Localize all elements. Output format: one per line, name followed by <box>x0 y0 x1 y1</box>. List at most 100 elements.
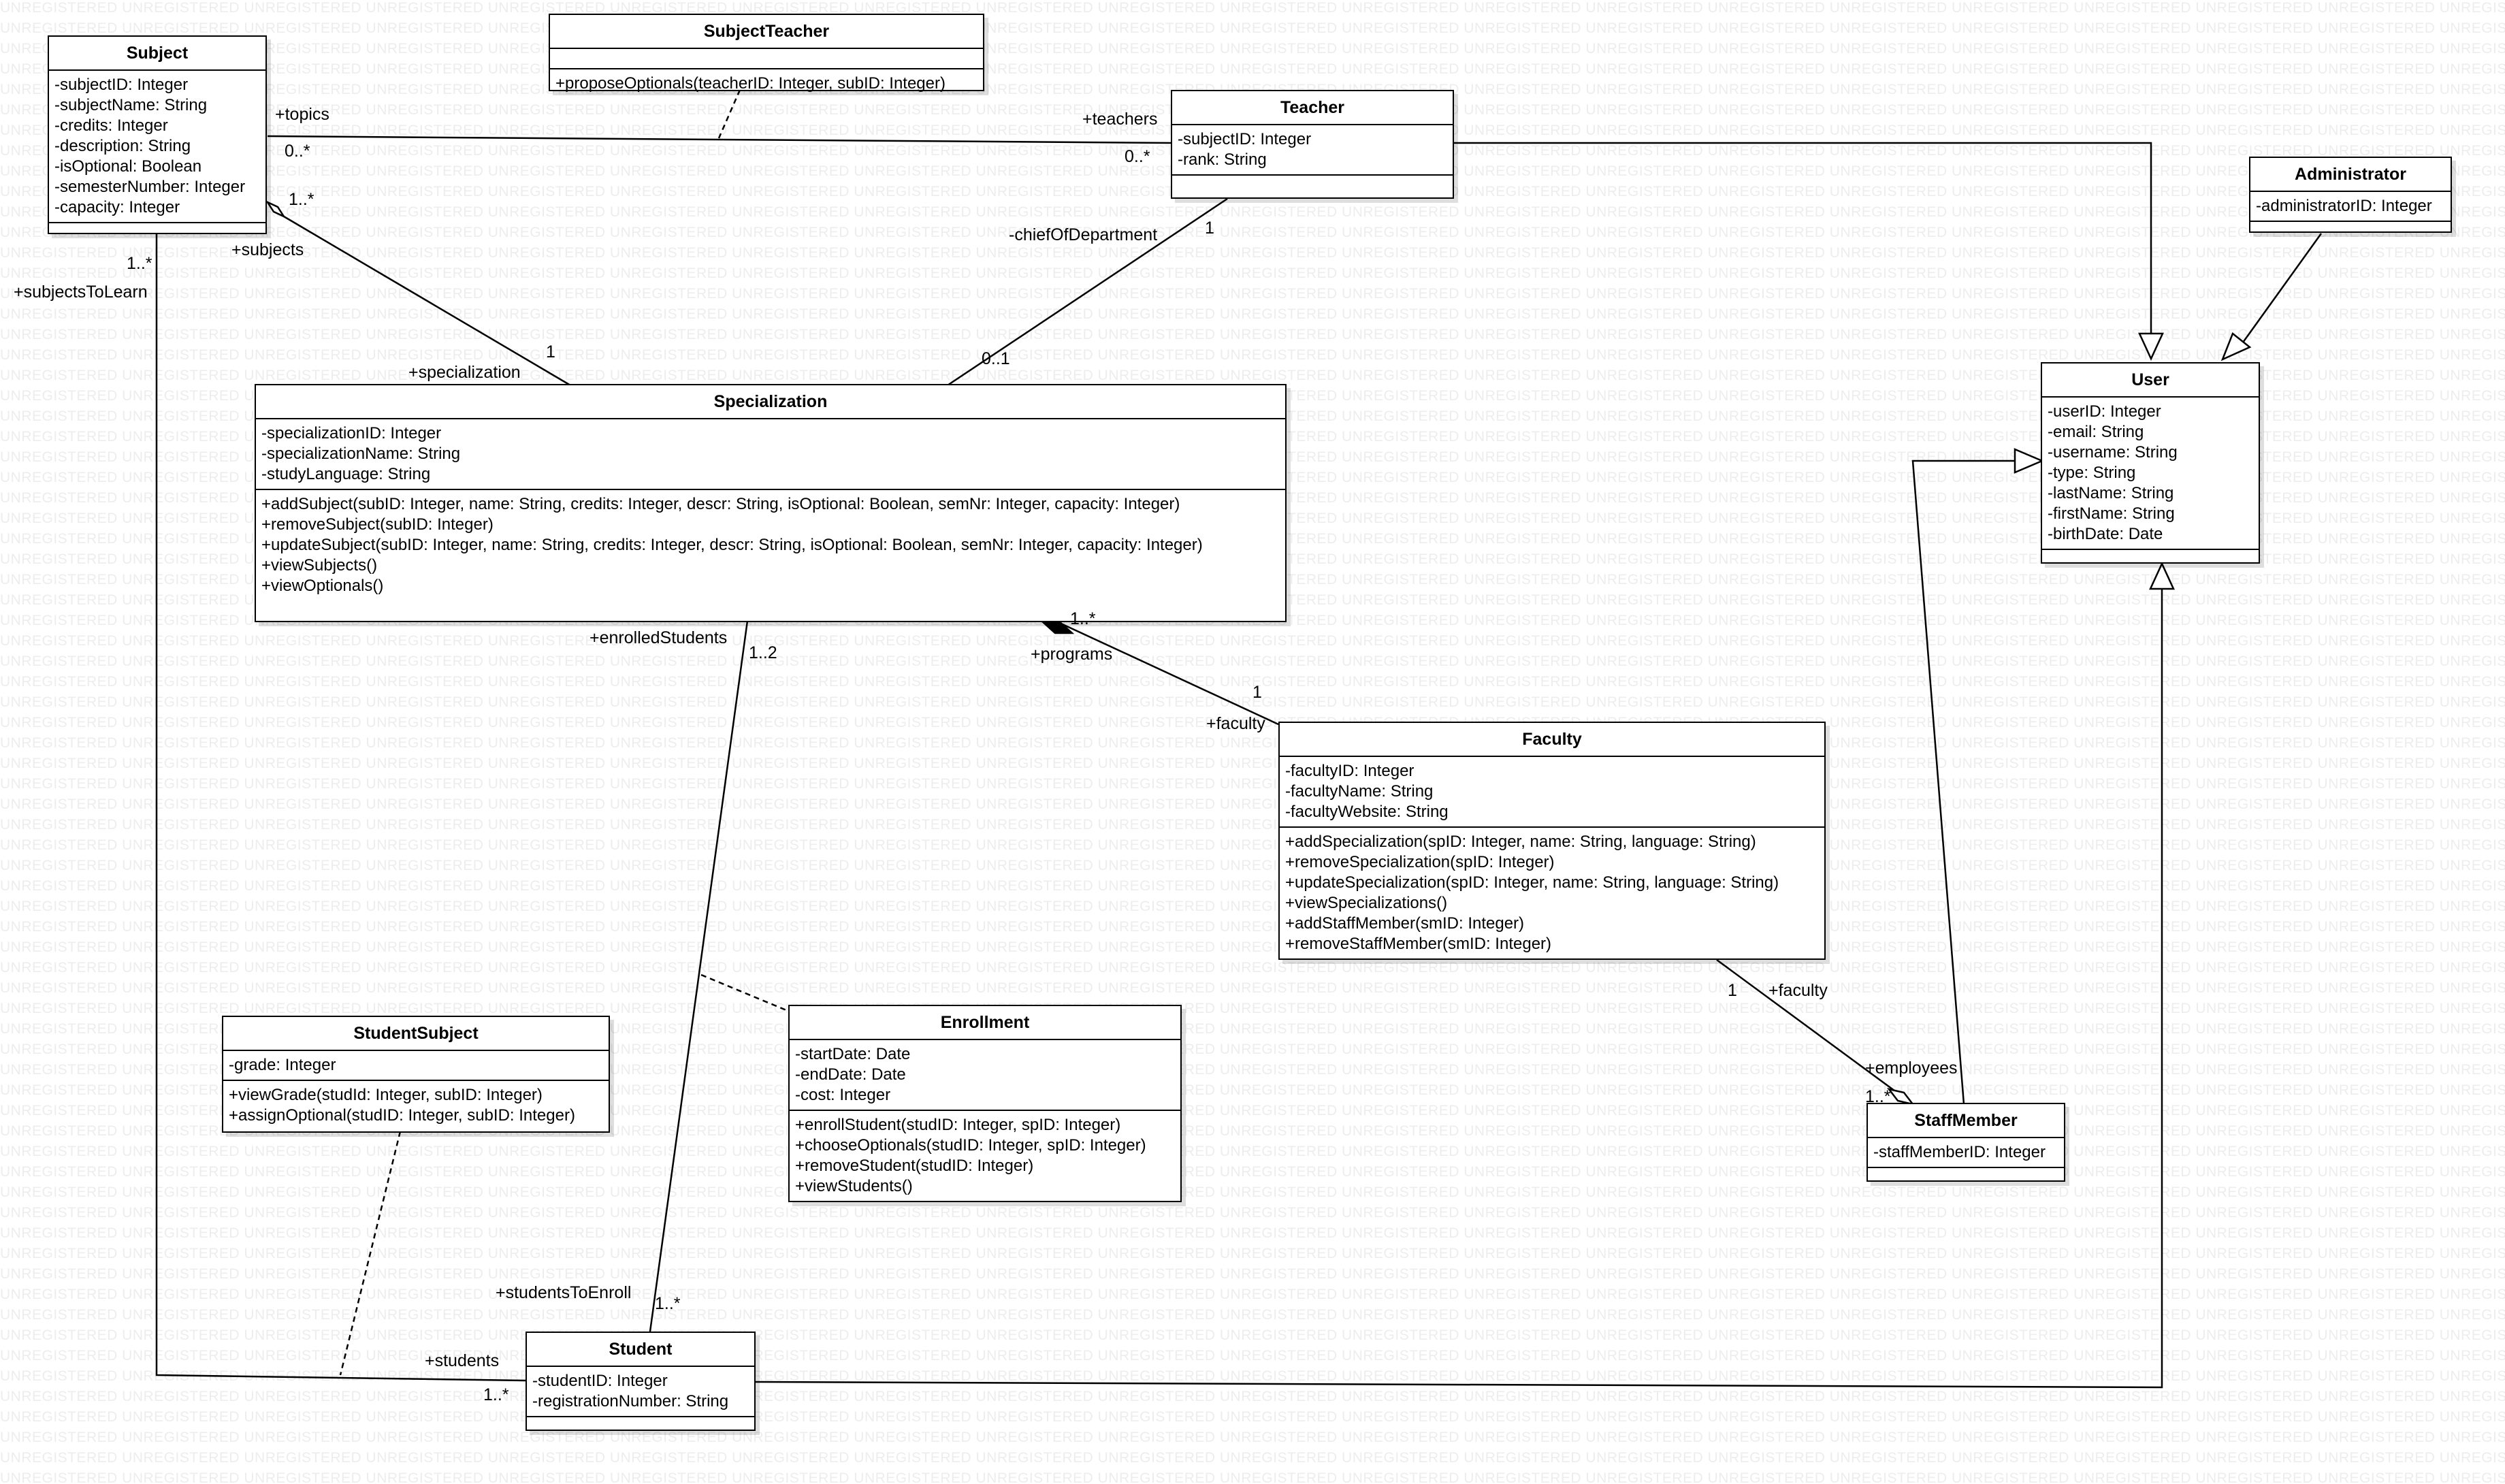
watermark-row: UNREGISTERED UNREGISTERED UNREGISTERED U… <box>0 1062 2505 1078</box>
watermark-row: UNREGISTERED UNREGISTERED UNREGISTERED U… <box>0 1266 2505 1282</box>
multiplicity-label: 1..* <box>655 1294 681 1313</box>
watermark-row: UNREGISTERED UNREGISTERED UNREGISTERED U… <box>0 1307 2505 1323</box>
watermark-row: UNREGISTERED UNREGISTERED UNREGISTERED U… <box>0 817 2505 833</box>
methods-list: +addSpecialization(spID: Integer, name: … <box>1280 826 1824 958</box>
class-enrollment[interactable]: Enrollment -startDate: Date-endDate: Dat… <box>788 1005 1182 1202</box>
role-label: +enrolledStudents <box>589 628 728 647</box>
class-student[interactable]: Student -studentID: Integer-registration… <box>526 1332 756 1431</box>
assoc-teacher-specialization <box>947 197 1228 387</box>
class-attribute: -description: String <box>54 137 191 155</box>
class-name: SubjectTeacher <box>703 22 830 41</box>
multiplicity-label: 1 <box>1205 219 1214 238</box>
role-label: -chiefOfDepartment <box>1009 225 1158 244</box>
class-subject[interactable]: Subject -subjectID: Integer-subjectName:… <box>48 35 267 234</box>
class-attribute: -userID: Integer <box>2048 402 2161 421</box>
class-attribute: -subjectName: String <box>54 96 208 114</box>
multiplicity-label: 0..* <box>1125 147 1150 166</box>
class-user[interactable]: User -userID: Integer-email: String-user… <box>2041 362 2260 564</box>
watermark-row: UNREGISTERED UNREGISTERED UNREGISTERED U… <box>0 654 2505 669</box>
attributes-list: -administratorID: Integer <box>2250 191 2451 221</box>
class-attribute: -staffMemberID: Integer <box>1873 1143 2046 1161</box>
class-attribute: -lastName: String <box>2048 484 2174 502</box>
class-name: Specialization <box>713 392 828 411</box>
class-name: Faculty <box>1522 730 1582 749</box>
class-name: Subject <box>126 44 189 63</box>
watermark-row: UNREGISTERED UNREGISTERED UNREGISTERED U… <box>0 980 2505 996</box>
class-subject-teacher[interactable]: SubjectTeacher +proposeOptionals(teacher… <box>549 14 984 93</box>
class-name: Enrollment <box>940 1013 1030 1032</box>
multiplicity-label: 1 <box>1252 683 1262 702</box>
role-label: +studentsToEnroll <box>496 1283 632 1302</box>
assoc-specialization-student <box>649 620 749 1332</box>
role-label: +teachers <box>1082 110 1158 129</box>
watermark-row: UNREGISTERED UNREGISTERED UNREGISTERED U… <box>0 694 2505 710</box>
class-method: +enrollStudent(studID: Integer, spID: In… <box>795 1116 1121 1134</box>
watermark-row: UNREGISTERED UNREGISTERED UNREGISTERED U… <box>0 225 2505 240</box>
watermark-row: UNREGISTERED UNREGISTERED UNREGISTERED U… <box>0 347 2505 363</box>
class-attribute: -facultyID: Integer <box>1285 762 1415 780</box>
methods-list <box>2250 221 2451 241</box>
class-staff-member[interactable]: StaffMember -staffMemberID: Integer <box>1866 1103 2065 1182</box>
watermark-row: UNREGISTERED UNREGISTERED UNREGISTERED U… <box>0 368 2505 383</box>
role-label: +subjectsToLearn <box>14 283 148 302</box>
class-attribute: -endDate: Date <box>795 1065 906 1084</box>
assoc-faculty-staffmember <box>1716 958 1913 1106</box>
watermark-row: UNREGISTERED UNREGISTERED UNREGISTERED U… <box>0 1246 2505 1261</box>
watermark-row: UNREGISTERED UNREGISTERED UNREGISTERED U… <box>0 899 2505 914</box>
watermark-row: UNREGISTERED UNREGISTERED UNREGISTERED U… <box>0 633 2505 649</box>
attributes-list: -subjectID: Integer-subjectName: String-… <box>49 69 265 222</box>
watermark-row: UNREGISTERED UNREGISTERED UNREGISTERED U… <box>0 1082 2505 1098</box>
class-method: +viewOptionals() <box>261 577 384 595</box>
attributes-list: -userID: Integer-email: String-username:… <box>2042 396 2259 549</box>
class-student-subject[interactable]: StudentSubject -grade: Integer +viewGrad… <box>222 1016 610 1133</box>
class-teacher[interactable]: Teacher -subjectID: Integer-rank: String <box>1171 90 1454 199</box>
watermark-row: UNREGISTERED UNREGISTERED UNREGISTERED U… <box>0 1205 2505 1221</box>
class-attribute: -grade: Integer <box>229 1056 336 1074</box>
watermark-row: UNREGISTERED UNREGISTERED UNREGISTERED U… <box>0 1430 2505 1445</box>
multiplicity-label: 1 <box>1728 981 1737 1000</box>
class-attribute: -birthDate: Date <box>2048 525 2163 543</box>
assoc-subject-teacher <box>267 135 1173 144</box>
generalization-arrowhead <box>2138 332 2164 361</box>
class-attribute: -specializationName: String <box>261 445 461 463</box>
watermark-row: UNREGISTERED UNREGISTERED UNREGISTERED U… <box>0 1287 2505 1302</box>
multiplicity-label: 0..1 <box>982 349 1010 368</box>
class-method: +updateSubject(subID: Integer, name: Str… <box>261 536 1203 554</box>
watermark-row: UNREGISTERED UNREGISTERED UNREGISTERED U… <box>0 286 2505 302</box>
watermark-row: UNREGISTERED UNREGISTERED UNREGISTERED U… <box>0 919 2505 935</box>
multiplicity-label: 1 <box>546 342 555 361</box>
watermark-row: UNREGISTERED UNREGISTERED UNREGISTERED U… <box>0 674 2505 690</box>
class-method: +removeStaffMember(smID: Integer) <box>1285 935 1552 953</box>
watermark-row: UNREGISTERED UNREGISTERED UNREGISTERED U… <box>0 1184 2505 1200</box>
watermark-row: UNREGISTERED UNREGISTERED UNREGISTERED U… <box>0 1001 2505 1016</box>
class-method: +viewSubjects() <box>261 556 378 575</box>
role-label: +students <box>425 1351 500 1370</box>
assoc-subject-student <box>155 233 526 1382</box>
role-label: +subjects <box>231 240 304 259</box>
methods-list <box>1868 1167 2064 1187</box>
class-method: +chooseOptionals(studID: Integer, spID: … <box>795 1136 1146 1155</box>
attributes-list: -facultyID: Integer-facultyName: String-… <box>1280 756 1824 826</box>
class-attribute: -credits: Integer <box>54 116 168 135</box>
class-method: +viewStudents() <box>795 1177 913 1195</box>
generalization-arrowhead <box>2014 448 2045 474</box>
class-administrator[interactable]: Administrator -administratorID: Integer <box>2249 157 2452 233</box>
class-method: +removeStudent(studID: Integer) <box>795 1157 1034 1175</box>
class-attribute: -subjectID: Integer <box>1178 130 1312 148</box>
watermark-row: UNREGISTERED UNREGISTERED UNREGISTERED U… <box>0 776 2505 792</box>
class-attribute: -firstName: String <box>2048 504 2175 523</box>
class-name: User <box>2131 370 2169 389</box>
assoc-class-link-studentsubject <box>339 1131 402 1376</box>
methods-list <box>1172 174 1453 195</box>
watermark-row: UNREGISTERED UNREGISTERED UNREGISTERED U… <box>0 1042 2505 1057</box>
watermark-row: UNREGISTERED UNREGISTERED UNREGISTERED U… <box>0 939 2505 955</box>
generalization-arrowhead <box>2149 562 2175 590</box>
watermark-row: UNREGISTERED UNREGISTERED UNREGISTERED U… <box>0 1450 2505 1466</box>
class-method: +updateSpecialization(spID: Integer, nam… <box>1285 873 1779 892</box>
methods-list <box>49 222 265 242</box>
class-specialization[interactable]: Specialization -specializationID: Intege… <box>255 384 1287 622</box>
class-faculty[interactable]: Faculty -facultyID: Integer-facultyName:… <box>1278 722 1826 960</box>
methods-list <box>527 1416 754 1436</box>
